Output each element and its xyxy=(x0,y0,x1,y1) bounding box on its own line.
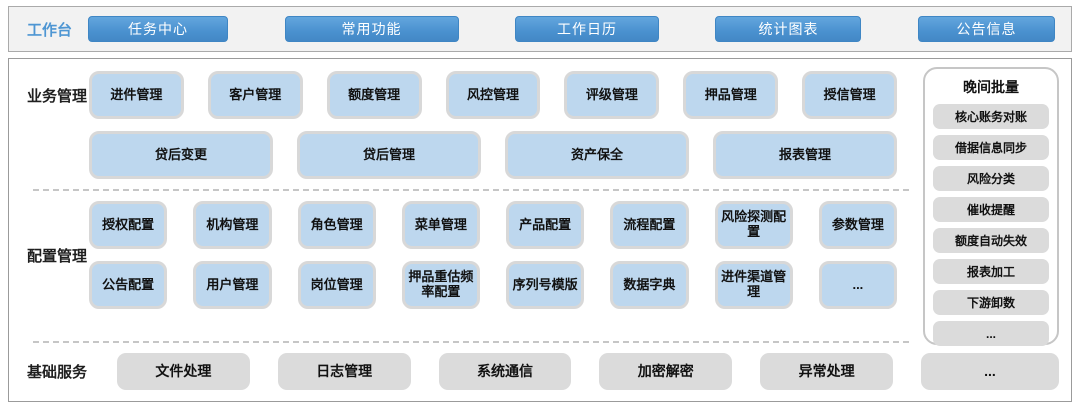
batch-job-box: 下游卸数 xyxy=(933,290,1049,315)
module-box: 风控管理 xyxy=(445,71,541,119)
module-box: 授信管理 xyxy=(802,71,898,119)
config-row-2: 公告配置用户管理岗位管理押品重估频率配置序列号模版数据字典进件渠道管理... xyxy=(89,261,911,309)
batch-job-box: 额度自动失效 xyxy=(933,228,1049,253)
night-batch-panel: 晚间批量 核心账务对账借据信息同步风险分类催收提醒额度自动失效报表加工下游卸数.… xyxy=(923,67,1059,346)
section-business: 业务管理 进件管理客户管理额度管理风控管理评级管理押品管理授信管理 贷后变更贷后… xyxy=(17,71,911,179)
workbench-buttons: 任务中心 常用功能 工作日历 统计图表 公告信息 xyxy=(88,16,1055,42)
module-box: 押品管理 xyxy=(683,71,779,119)
module-box: 贷后管理 xyxy=(297,131,481,179)
module-box: 进件渠道管理 xyxy=(714,261,793,309)
module-box: 额度管理 xyxy=(326,71,422,119)
module-box: 数据字典 xyxy=(610,261,689,309)
module-box: 进件管理 xyxy=(89,71,184,119)
workbench-bar: 工作台 任务中心 常用功能 工作日历 统计图表 公告信息 xyxy=(8,6,1072,52)
service-box: 异常处理 xyxy=(760,352,893,390)
main-panel: 业务管理 进件管理客户管理额度管理风控管理评级管理押品管理授信管理 贷后变更贷后… xyxy=(8,58,1072,402)
module-box: 流程配置 xyxy=(610,201,689,249)
dashed-divider-2 xyxy=(33,341,909,343)
workbench-button: 公告信息 xyxy=(917,16,1055,42)
module-box: 菜单管理 xyxy=(401,201,480,249)
module-box: 报表管理 xyxy=(713,131,897,179)
section-label-business: 业务管理 xyxy=(27,87,88,105)
module-box: 押品重估频率配置 xyxy=(401,261,480,309)
service-box: ... xyxy=(920,352,1059,390)
section-label-config: 配置管理 xyxy=(27,247,88,265)
business-row-2: 贷后变更贷后管理资产保全报表管理 xyxy=(89,131,911,179)
module-box: 授权配置 xyxy=(89,201,168,249)
module-box: 客户管理 xyxy=(207,71,303,119)
module-box: 风险探测配置 xyxy=(714,201,793,249)
service-box: 日志管理 xyxy=(277,352,411,390)
workbench-button: 工作日历 xyxy=(514,16,659,42)
batch-job-box: ... xyxy=(933,321,1049,346)
module-box: 评级管理 xyxy=(564,71,660,119)
module-box: 序列号模版 xyxy=(506,261,585,309)
business-row-1: 进件管理客户管理额度管理风控管理评级管理押品管理授信管理 xyxy=(89,71,911,119)
module-box: 贷后变更 xyxy=(89,131,273,179)
section-label-base: 基础服务 xyxy=(27,363,88,381)
module-box: 机构管理 xyxy=(193,201,272,249)
module-box: ... xyxy=(818,261,897,309)
module-box: 公告配置 xyxy=(89,261,168,309)
service-box: 加密解密 xyxy=(599,352,733,390)
content-area: 业务管理 进件管理客户管理额度管理风控管理评级管理押品管理授信管理 贷后变更贷后… xyxy=(17,67,911,347)
workbench-button: 任务中心 xyxy=(88,16,229,42)
service-box: 系统通信 xyxy=(438,352,572,390)
config-row-1: 授权配置机构管理角色管理菜单管理产品配置流程配置风险探测配置参数管理 xyxy=(89,201,911,249)
module-box: 资产保全 xyxy=(505,131,689,179)
service-box: 文件处理 xyxy=(117,352,250,390)
module-box: 岗位管理 xyxy=(297,261,376,309)
workbench-button: 常用功能 xyxy=(284,16,459,42)
batch-job-box: 催收提醒 xyxy=(933,197,1049,222)
dashed-divider-1 xyxy=(33,189,909,191)
night-batch-items: 核心账务对账借据信息同步风险分类催收提醒额度自动失效报表加工下游卸数... xyxy=(933,104,1049,346)
module-box: 参数管理 xyxy=(818,201,897,249)
batch-job-box: 风险分类 xyxy=(933,166,1049,191)
workbench-button: 统计图表 xyxy=(715,16,862,42)
section-base-services: 基础服务 文件处理日志管理系统通信加密解密异常处理... xyxy=(17,351,1061,391)
night-batch-title: 晚间批量 xyxy=(963,79,1019,95)
batch-job-box: 报表加工 xyxy=(933,259,1049,284)
workbench-label: 工作台 xyxy=(27,21,73,39)
batch-job-box: 借据信息同步 xyxy=(933,135,1049,160)
section-config: 配置管理 授权配置机构管理角色管理菜单管理产品配置流程配置风险探测配置参数管理 … xyxy=(17,201,911,309)
batch-job-box: 核心账务对账 xyxy=(933,104,1049,129)
module-box: 角色管理 xyxy=(297,201,376,249)
module-box: 用户管理 xyxy=(193,261,272,309)
module-box: 产品配置 xyxy=(506,201,585,249)
